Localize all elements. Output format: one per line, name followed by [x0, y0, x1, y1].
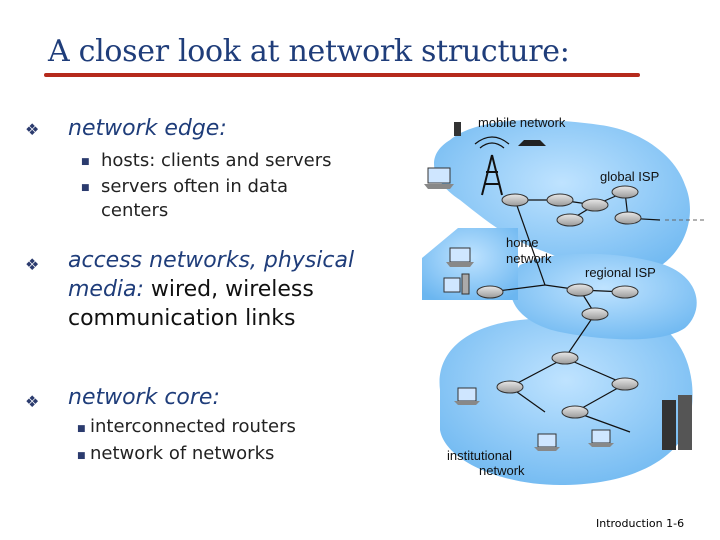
label-institutional-line2: network	[479, 463, 525, 478]
access-line-3: communication links	[68, 306, 296, 331]
router-icon	[581, 307, 609, 321]
regional-isp-region	[510, 253, 697, 340]
router-icon	[556, 213, 584, 227]
edge-item-hosts: hosts: clients and servers	[101, 150, 332, 171]
router-icon	[566, 283, 594, 297]
server-rack-icon	[662, 395, 692, 450]
router-icon	[581, 198, 609, 212]
label-regional-isp: regional ISP	[585, 265, 656, 280]
footer-page-number: 1-6	[666, 517, 685, 530]
laptop-icon	[454, 387, 480, 405]
square-bullet-icon: ■	[81, 157, 90, 167]
bullet-list: ❖ network edge: ■ hosts: clients and ser…	[25, 116, 354, 464]
slide-footer: Introduction 1-6	[596, 517, 684, 530]
bullet-marker-icon: ❖	[25, 392, 40, 411]
router-icon	[611, 185, 639, 199]
car-icon	[518, 140, 546, 146]
access-line-2: media: wired, wireless	[68, 275, 354, 304]
square-bullet-icon: ■	[77, 424, 86, 434]
core-item-routers: interconnected routers	[90, 416, 296, 437]
laptop-icon	[446, 247, 474, 267]
router-icon	[551, 351, 579, 365]
square-bullet-icon: ■	[81, 183, 90, 193]
laptop-icon	[534, 433, 560, 451]
label-home-line2: network	[506, 251, 552, 266]
label-mobile-network: mobile network	[478, 115, 566, 130]
router-icon	[501, 193, 529, 207]
routers	[476, 185, 642, 419]
bullet-access-networks: access networks, physical media: wired, …	[68, 246, 354, 333]
access-media-label: media:	[68, 277, 144, 302]
laptop-icon	[588, 429, 614, 447]
phone-icon	[454, 122, 461, 136]
edge-item-servers: servers often in data	[101, 176, 289, 197]
router-icon	[611, 285, 639, 299]
edge-item-centers: centers	[101, 200, 169, 221]
label-home-line1: home	[506, 235, 539, 250]
router-icon	[546, 193, 574, 207]
bullet-network-core: network core:	[68, 385, 220, 410]
bullet-marker-icon: ❖	[25, 255, 40, 274]
title-underline	[44, 73, 640, 77]
router-icon	[476, 285, 504, 299]
label-institutional-line1: institutional	[447, 448, 512, 463]
footer-label: Introduction	[596, 517, 663, 530]
square-bullet-icon: ■	[77, 451, 86, 461]
access-line-1: access networks, physical	[68, 248, 355, 273]
router-icon	[614, 211, 642, 225]
laptop-icon	[424, 167, 454, 189]
institutional-network-region	[439, 310, 693, 485]
label-global-isp: global ISP	[600, 169, 659, 184]
bullet-network-edge: network edge:	[68, 116, 227, 141]
access-wired-text: wired, wireless	[143, 277, 314, 302]
core-item-networks: network of networks	[90, 443, 275, 464]
router-icon	[611, 377, 639, 391]
network-diagram: mobile network global ISP home network r…	[422, 115, 705, 485]
cell-tower-icon	[474, 136, 510, 196]
desktop-icon	[443, 273, 470, 295]
router-icon	[496, 380, 524, 394]
slide-title: A closer look at network structure:	[48, 34, 570, 69]
bullet-marker-icon: ❖	[25, 120, 40, 139]
router-icon	[561, 405, 589, 419]
